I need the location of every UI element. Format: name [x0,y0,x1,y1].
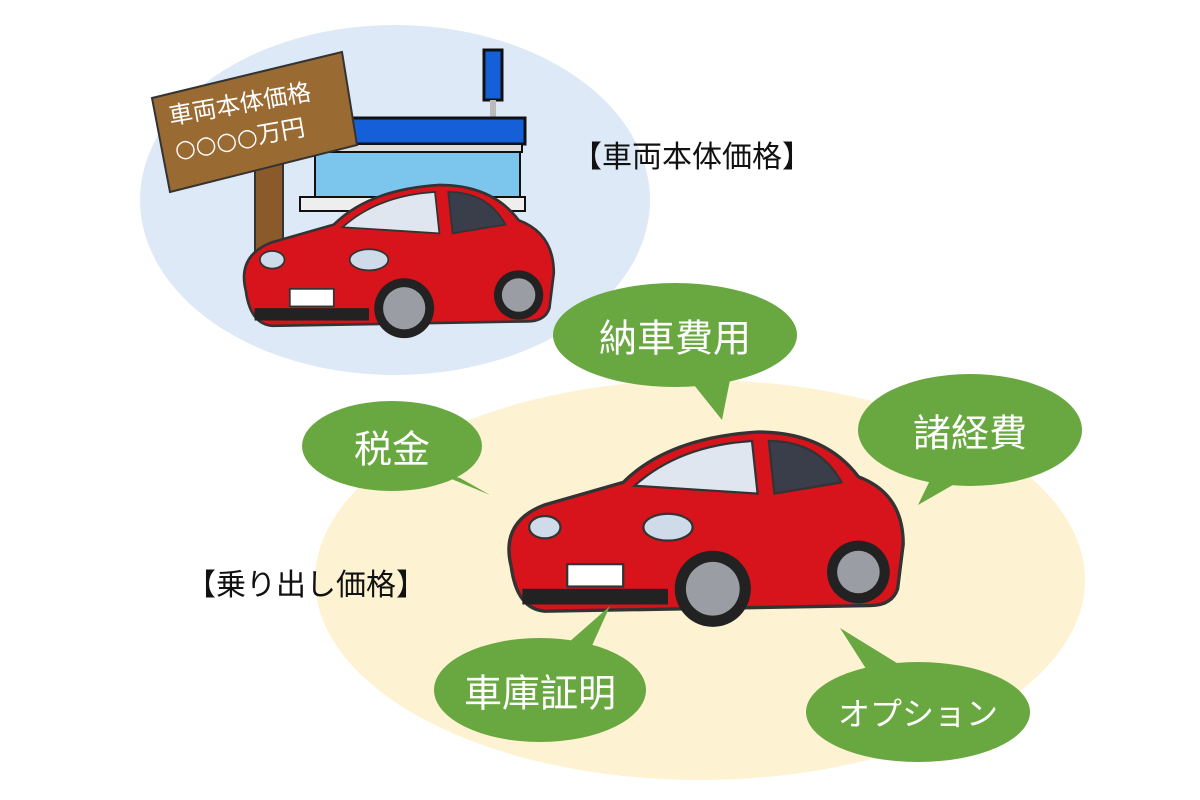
drive-away-price-label: 【乗り出し価格】 [186,568,426,603]
bubble-delivery-cost: 納車費用 [598,316,752,361]
vehicle-price-label: 【車両本体価格】 [572,140,812,175]
bubble-shape [806,662,1030,762]
bubble-shape [858,374,1082,486]
bubble-misc-expenses: 諸経費 [912,411,1028,456]
bubble-garage-certificate: 車庫証明 [463,671,617,716]
bubble-shape [553,283,797,387]
bubble-options: オプション [837,695,999,733]
bubble-shape [434,638,646,742]
bubble-tax: 税金 [353,427,431,472]
bubble-shape [302,401,482,491]
